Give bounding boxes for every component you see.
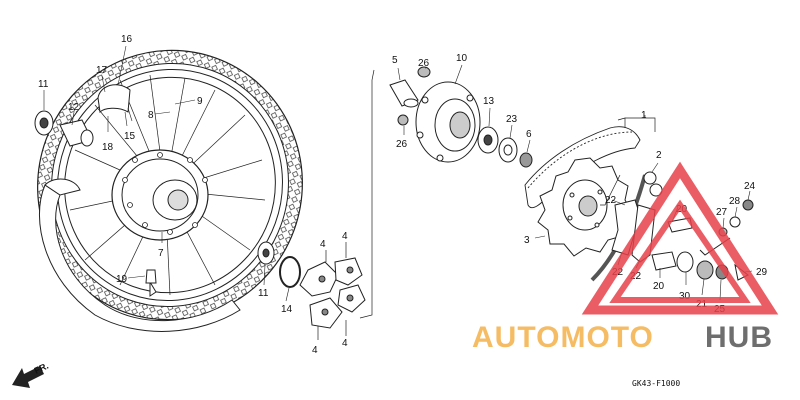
- callout-23: 23: [506, 114, 518, 125]
- callout-9: 9: [197, 96, 203, 107]
- rear-wheel: [37, 49, 303, 321]
- callout-21: 21: [696, 299, 708, 310]
- callout-19: 19: [116, 274, 128, 285]
- damper-rubbers: [299, 257, 366, 329]
- distance-collar: [59, 119, 94, 147]
- callout-4-c: 4: [312, 345, 318, 356]
- callout-20-lower: 20: [653, 281, 665, 292]
- callout-4-d: 4: [342, 338, 348, 349]
- callout-22-a: 22: [605, 195, 617, 206]
- watermark-logo: AUTOMOTO HUB: [472, 161, 779, 354]
- final-driven-sprocket: [537, 157, 633, 257]
- watermark-text-hub: HUB: [705, 321, 773, 354]
- callout-24: 24: [744, 181, 756, 192]
- chain-adjusters: [611, 171, 754, 281]
- callout-1: 1: [641, 110, 647, 121]
- callout-8: 8: [148, 110, 154, 121]
- diagram-code: GK43-F1000: [632, 379, 680, 388]
- callout-14: 14: [281, 304, 293, 315]
- callout-16: 16: [121, 34, 133, 45]
- callout-15: 15: [124, 131, 136, 142]
- callout-13: 13: [483, 96, 495, 107]
- sprocket-hub: [389, 66, 533, 168]
- callout-29: 29: [756, 267, 768, 278]
- callout-26-top: 26: [418, 58, 430, 69]
- callout-4-b: 4: [342, 231, 348, 242]
- callout-5: 5: [392, 55, 398, 66]
- bearing-lower: [257, 241, 275, 265]
- callout-28: 28: [729, 196, 741, 207]
- front-label: FR.: [33, 361, 50, 376]
- o-ring: [279, 256, 301, 288]
- watermark-text-automoto: AUTOMOTO: [472, 321, 654, 354]
- callout-10: 10: [456, 53, 468, 64]
- front-direction-arrow: FR.: [12, 361, 50, 388]
- rim-band: [97, 84, 131, 114]
- valve-cap: [145, 269, 157, 284]
- callout-3: 3: [524, 235, 530, 246]
- callout-22-c: 22: [630, 271, 642, 282]
- callout-2: 2: [656, 150, 662, 161]
- callout-17: 17: [96, 65, 108, 76]
- callout-7: 7: [158, 248, 164, 259]
- callout-11-left: 11: [38, 79, 49, 90]
- callout-4-a: 4: [320, 239, 326, 250]
- callout-18: 18: [102, 142, 114, 153]
- callout-30: 30: [679, 291, 691, 302]
- inner-tube: [38, 184, 241, 332]
- callout-12: 12: [68, 102, 80, 113]
- callout-6: 6: [526, 129, 532, 140]
- callout-26-lower: 26: [396, 139, 408, 150]
- bearing-left: [34, 110, 54, 136]
- callout-11-lower: 11: [258, 288, 269, 299]
- callout-27: 27: [716, 207, 728, 218]
